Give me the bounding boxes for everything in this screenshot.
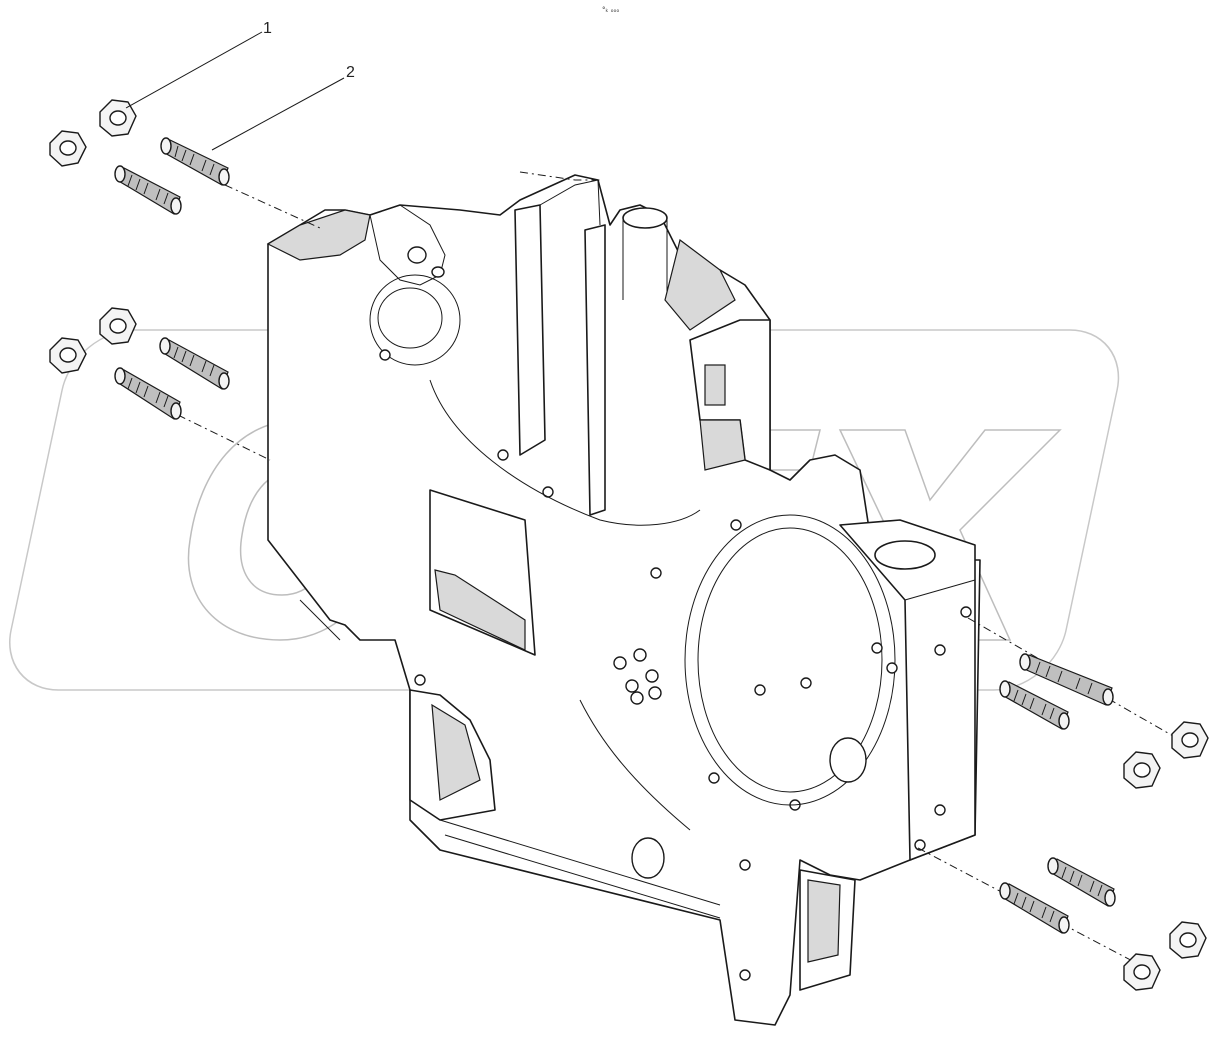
nut-icon xyxy=(99,99,137,137)
nut-icon xyxy=(49,130,87,167)
header-label: °ₖ ₒₒₒ xyxy=(602,6,619,14)
stud-icon xyxy=(159,337,230,390)
stud-icon xyxy=(999,882,1070,934)
nut-icon xyxy=(1123,953,1161,991)
stud-icon xyxy=(114,165,182,215)
stud-icon xyxy=(160,137,230,186)
center-hole-cluster xyxy=(613,648,662,705)
stud-icon xyxy=(1019,653,1114,706)
stud-icon xyxy=(114,367,182,420)
lower-right-fasteners xyxy=(999,857,1207,991)
lower-left-fasteners xyxy=(49,307,230,420)
upper-left-fasteners xyxy=(49,99,230,215)
stud-icon xyxy=(1047,857,1116,907)
nut-icon xyxy=(1123,751,1161,789)
nut-icon xyxy=(1171,721,1209,759)
nut-icon xyxy=(49,337,87,374)
callout-1: 1 xyxy=(125,20,272,109)
nut-icon xyxy=(99,307,137,345)
callout-number-1: 1 xyxy=(263,20,272,37)
callout-2: 2 xyxy=(211,64,355,151)
front-housing xyxy=(266,174,981,1026)
stud-icon xyxy=(999,680,1070,730)
nut-icon xyxy=(1169,921,1207,959)
assembly-lines xyxy=(177,171,1181,966)
callout-number-2: 2 xyxy=(346,64,355,81)
upper-right-fasteners xyxy=(999,653,1209,789)
